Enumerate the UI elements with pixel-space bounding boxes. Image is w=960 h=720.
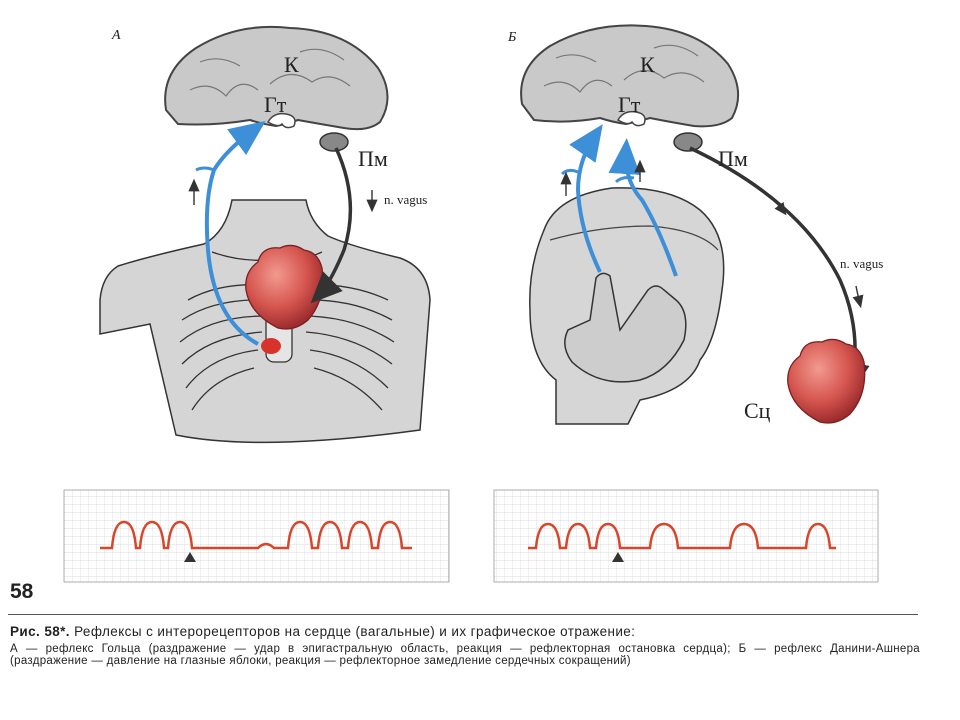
figure-illustration — [63, 24, 879, 583]
page-number: 58 — [10, 580, 34, 603]
panel-b — [520, 24, 870, 425]
caption-body: А — рефлекс Гольца (раздражение — удар в… — [10, 643, 920, 667]
trace-a — [63, 489, 450, 583]
panel-b-nerve-label: n. vagus — [840, 256, 884, 271]
head-shape — [529, 187, 725, 425]
panel-b-cortex-label: К — [640, 52, 655, 77]
hand-shape — [564, 272, 687, 383]
efferent-vagus-b — [689, 146, 870, 395]
panel-b-hypothalamus-label: Гт — [618, 92, 641, 117]
figure-caption: Рис. 58*. Рефлексы с интерорецепторов на… — [10, 624, 920, 667]
afferent-pathway-a — [204, 120, 266, 346]
efferent-vagus-a — [310, 147, 353, 304]
caption-divider — [8, 614, 918, 615]
panel-a-letter: А — [112, 28, 121, 43]
panel-b-medulla-label: Пм — [718, 146, 748, 171]
caption-title: Рис. 58*. Рефлексы с интерорецепторов на… — [10, 624, 920, 639]
heart-b — [787, 338, 866, 424]
stimulus-dot — [261, 338, 281, 354]
trace-b — [493, 489, 879, 583]
afferent-pathway-b-left — [569, 124, 603, 273]
afferent-pathway-b-right — [608, 138, 678, 277]
stimulus-mark-a — [184, 552, 196, 562]
panel-a-medulla-label: Пм — [358, 146, 388, 171]
panel-b-heart-center-label: Сц — [744, 398, 771, 423]
stimulus-mark-b — [612, 552, 624, 562]
panel-a-cortex-label: К — [284, 52, 299, 77]
panel-a — [99, 25, 431, 444]
panel-a-nerve-label: n. vagus — [384, 192, 428, 207]
caption-title-prefix: Рис. 58*. — [10, 624, 70, 639]
caption-title-text: Рефлексы с интерорецепторов на сердце (в… — [74, 624, 636, 639]
panel-b-letter: Б — [508, 30, 517, 45]
torso-shape — [99, 199, 431, 444]
panel-a-hypothalamus-label: Гт — [264, 92, 287, 117]
